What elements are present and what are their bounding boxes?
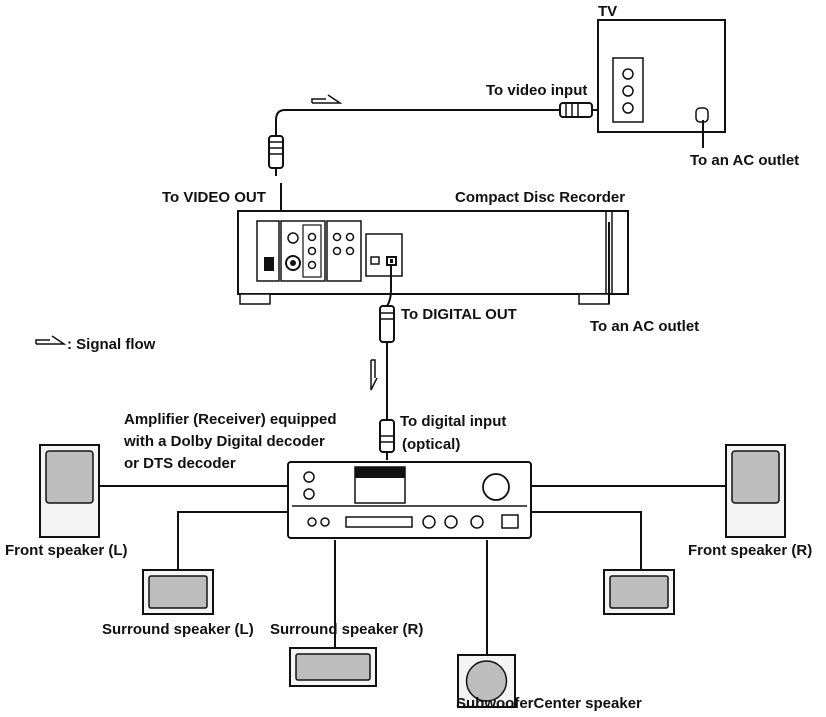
signal-flow-arrow-icon — [311, 94, 343, 104]
front-speaker-l-label: Front speaker (L) — [5, 542, 128, 559]
to-video-input-label: To video input — [486, 82, 587, 99]
wire-surround-l — [177, 511, 288, 570]
surround-speaker-r — [603, 569, 675, 615]
rca-plug-icon — [268, 135, 284, 169]
optical-plug-icon — [379, 419, 395, 453]
front-speaker-l — [39, 444, 100, 538]
amplifier-label-3: or DTS decoder — [124, 455, 236, 472]
rca-plug-icon — [559, 102, 593, 118]
center-speaker-label-text: Center speaker — [534, 695, 643, 712]
tv-ac-socket — [695, 107, 709, 123]
amplifier-label-2: with a Dolby Digital decoder — [123, 433, 325, 450]
amplifier-receiver — [287, 461, 532, 539]
to-digital-input-label-1: To digital input — [400, 413, 506, 430]
tv-jack-2 — [622, 85, 634, 97]
surround-speaker-l-label: Surround speaker (L) — [102, 621, 254, 638]
signal-flow-arrow-icon — [35, 335, 67, 345]
recorder-ac-outlet-label: To an AC outlet — [590, 318, 699, 335]
tv-ac-outlet-label: To an AC outlet — [690, 152, 799, 169]
surround-speaker-r-label: Surround speaker (R) — [270, 621, 423, 638]
subwoofer-label: SubwooferCenter speaker — [456, 695, 642, 712]
signal-flow-arrow-icon — [370, 359, 378, 391]
tv-jack-1 — [622, 68, 634, 80]
recorder-label: Compact Disc Recorder — [455, 189, 625, 206]
optical-cable-top — [386, 264, 392, 307]
tv-jack-3 — [622, 102, 634, 114]
front-speaker-r-label: Front speaker (R) — [688, 542, 812, 559]
wire-surround-r — [531, 511, 642, 570]
center-speaker — [289, 647, 377, 687]
to-digital-out-label: To DIGITAL OUT — [401, 306, 517, 323]
subwoofer-label-text: Subwoofer — [456, 695, 534, 712]
speaker-wires — [99, 485, 726, 655]
to-digital-input-label-2: (optical) — [402, 436, 460, 453]
compact-disc-recorder — [237, 210, 629, 305]
signal-flow-legend-label: : Signal flow — [67, 336, 156, 353]
tv-label: TV — [598, 3, 617, 20]
amplifier-volume-knob — [482, 473, 510, 501]
tv — [597, 19, 726, 133]
signal-flow-legend: : Signal flow — [35, 335, 156, 353]
front-speaker-r — [725, 444, 786, 538]
amplifier-label-1: Amplifier (Receiver) equipped — [124, 411, 337, 428]
subwoofer — [457, 654, 516, 708]
to-video-out-label: To VIDEO OUT — [162, 189, 266, 206]
recorder-foot-right — [578, 293, 610, 305]
video-cable — [275, 109, 560, 136]
optical-plug-icon — [379, 305, 395, 343]
surround-speaker-l — [142, 569, 214, 615]
recorder-foot-left — [239, 293, 271, 305]
